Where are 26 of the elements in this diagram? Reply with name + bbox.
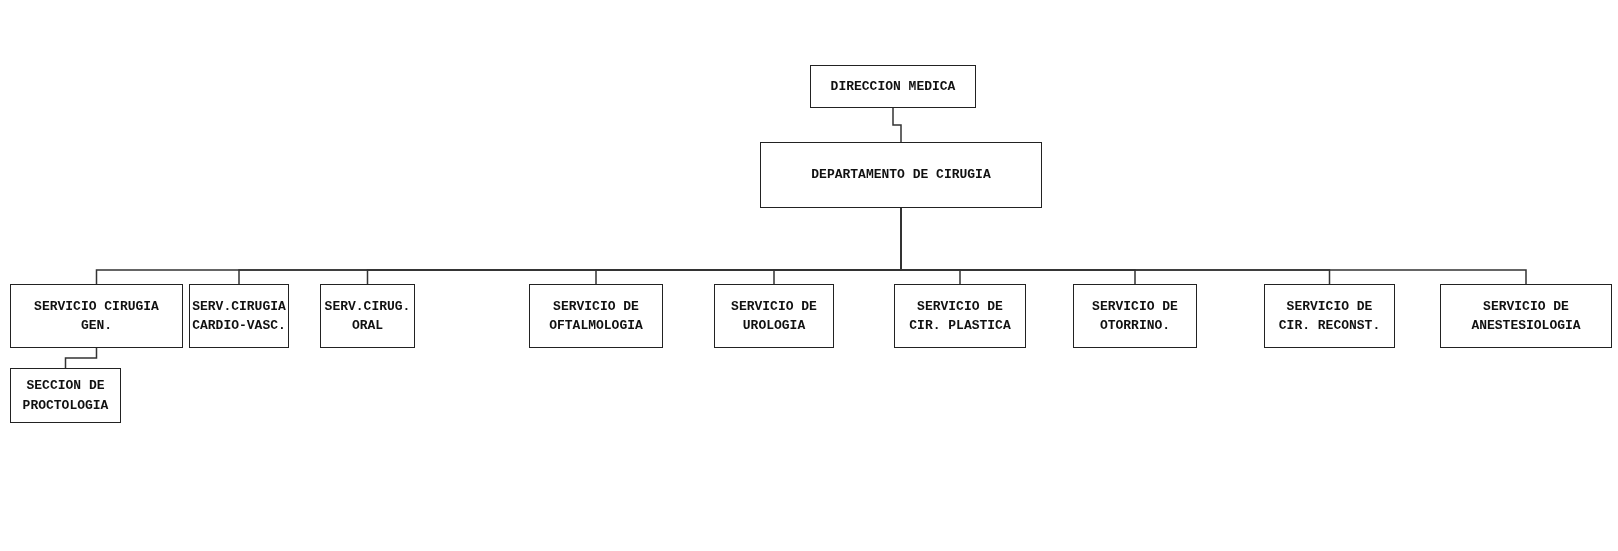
box-label: SERVICIO DE UROLOGIA [730, 297, 818, 335]
org-box [714, 284, 834, 348]
box-label: SERVICIO DE CIR. RECONST. [1277, 297, 1382, 335]
org-box [1073, 284, 1197, 348]
org-box [1440, 284, 1612, 348]
box-label: DIRECCION MEDICA [830, 77, 956, 96]
box-label: SECCION DE PROCTOLOGIA [21, 377, 110, 415]
box-label: SERV.CIRUGIA CARDIO-VASC. [192, 297, 286, 335]
org-box [760, 142, 1042, 208]
org-box [1264, 284, 1395, 348]
connector-line [64, 347, 98, 369]
box-label: SERVICIO CIRUGIA GEN. [33, 297, 160, 335]
box-label: DEPARTAMENTO DE CIRUGIA [811, 166, 991, 185]
box-label: SERVICIO DE OFTALMOLOGIA [548, 297, 644, 335]
org-box [320, 284, 415, 348]
org-box [529, 284, 663, 348]
box-label: SERV.CIRUG. ORAL [324, 297, 411, 335]
org-box [10, 284, 183, 348]
box-label: SERVICIO DE CIR. PLASTICA [908, 297, 1012, 335]
org-box [810, 65, 976, 108]
box-label: SERVICIO DE OTORRINO. [1091, 297, 1179, 335]
org-box [189, 284, 289, 348]
org-box [10, 368, 121, 423]
connector-line [892, 107, 902, 143]
org-box [894, 284, 1026, 348]
box-label: SERVICIO DE ANESTESIOLOGIA [1470, 297, 1582, 335]
